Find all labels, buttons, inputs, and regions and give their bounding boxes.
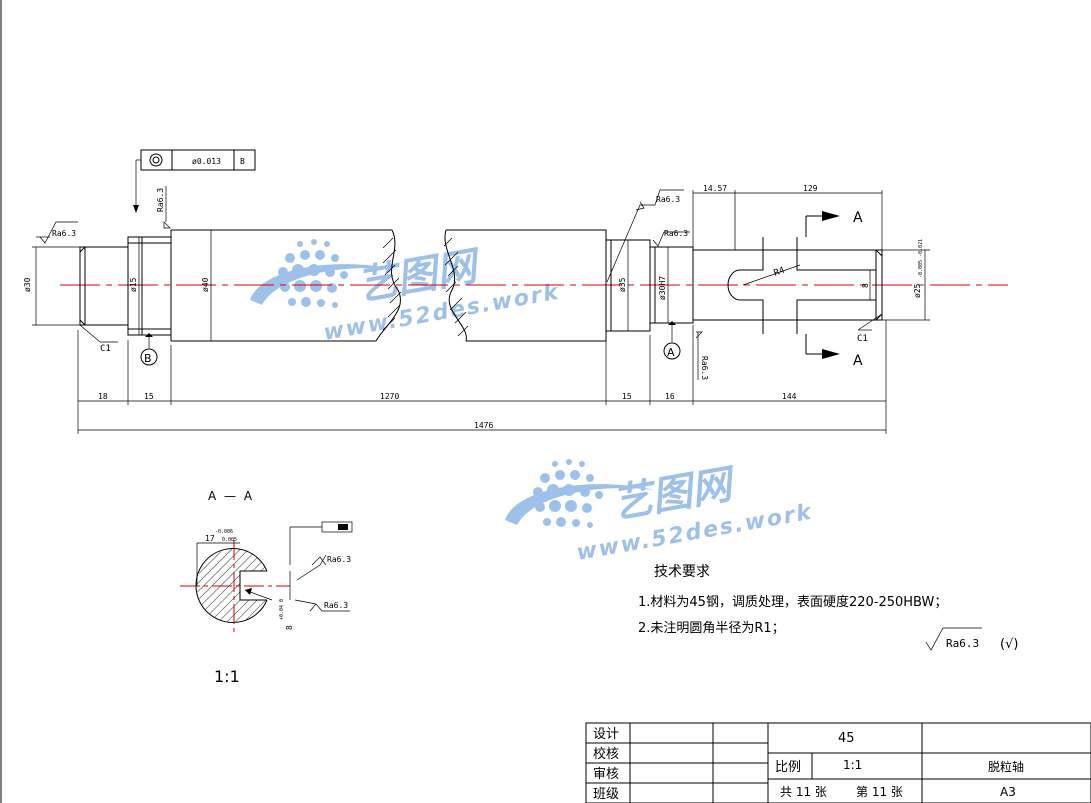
- title-block-paper-size: A3: [1000, 785, 1016, 799]
- shaft-segment-left-end: [79, 246, 129, 326]
- watermark-globe-icon: [278, 239, 348, 308]
- title-block-design: 设计: [593, 727, 619, 742]
- section-title: A — A: [208, 489, 254, 503]
- default-roughness-check: (√): [1000, 637, 1018, 652]
- dim-len18: 18: [98, 392, 108, 401]
- dim-diam15: ø15: [129, 277, 138, 292]
- dim-diam30h7: ø30H7: [658, 276, 667, 300]
- watermark-middle: 艺图网 www.52des.work: [505, 459, 815, 566]
- section-roughness-2: Ra6.3: [324, 601, 348, 610]
- roughness-5: Ra6.3: [700, 356, 709, 380]
- title-block: 设计 校核 审核 班级 45 比例 1:1 脱粒轴 共 11 张 第 11 张 …: [585, 722, 1091, 803]
- dim-len16: 16: [665, 392, 675, 401]
- length-dimensions: 18 15 1270 15 16 144 1476 14.57 129: [77, 184, 887, 434]
- dim-diam25: ø25: [913, 283, 922, 298]
- section-dim17-tol-top: -0.006: [215, 529, 233, 535]
- dim-len1270: 1270: [380, 392, 399, 401]
- section-mark-bottom: A: [853, 353, 863, 369]
- requirements-title: 技术要求: [654, 564, 710, 580]
- roughness-3: Ra6.3: [656, 195, 680, 204]
- dim-len144: 144: [782, 392, 797, 401]
- tolerance-frame: ø0.013 B: [133, 149, 256, 213]
- section-dim17-tol-bottom: 0.005: [222, 537, 237, 543]
- datum-b-label: B: [144, 352, 152, 365]
- title-block-check: 校核: [593, 746, 619, 762]
- shaft-body-right: [446, 229, 607, 342]
- shaft-segment-slotted-end: [693, 249, 883, 321]
- title-block-part-name: 脱粒轴: [988, 759, 1024, 774]
- roughness-1: Ra6.3: [52, 229, 76, 238]
- dim-len14-57: 14.57: [703, 184, 727, 193]
- datum-b-circle: [140, 348, 158, 366]
- dim-len15b: 15: [622, 392, 632, 401]
- dim-diam25-tolerance: -0.005 -0.021: [918, 239, 924, 278]
- watermark-top: 艺图网 www.52des.work: [250, 239, 562, 346]
- dim-diam40: ø40: [201, 277, 210, 292]
- roughness-2: Ra6.3: [156, 188, 165, 212]
- shaft-break-right: [444, 229, 467, 342]
- technical-requirements: 技术要求 1.材料为45钢，调质处理，表面硬度220-250HBW； 2.未注明…: [638, 564, 1018, 652]
- title-block-scale-label: 比例: [775, 760, 801, 775]
- default-roughness-icon: [925, 627, 982, 651]
- section-scale: 1:1: [214, 667, 240, 686]
- section-dim8-tol: +0.04 0: [279, 599, 285, 620]
- chamfer-left: C1: [100, 344, 111, 354]
- roughness-4: Ra6.3: [664, 229, 688, 238]
- section-mark-top: A: [853, 210, 863, 226]
- dim-len129: 129: [803, 184, 818, 193]
- tolerance-datum: B: [240, 157, 245, 166]
- keyway-slot: [727, 237, 764, 334]
- coaxiality-icon: [149, 153, 163, 167]
- dim-total: 1476: [474, 421, 493, 430]
- watermark-globe-icon-2: [533, 459, 603, 528]
- dim-slot8: 8: [861, 283, 870, 288]
- datum-a-label: A: [667, 346, 675, 359]
- shaft-main-view: R4 A A: [60, 210, 1008, 369]
- title-block-scale-value: 1:1: [843, 758, 862, 772]
- default-roughness-value: Ra6.3: [946, 637, 979, 650]
- requirement-1: 1.材料为45钢，调质处理，表面硬度220-250HBW；: [638, 594, 947, 610]
- title-block-total-sheets: 共 11 张: [780, 785, 827, 799]
- title-block-material: 45: [838, 731, 855, 746]
- dim-diam30: ø30: [23, 277, 32, 292]
- section-dim8: 8: [285, 625, 294, 630]
- datum-a-circle: [663, 342, 681, 360]
- dim-diam35: ø35: [618, 277, 627, 292]
- datum-symbols: B A: [140, 321, 681, 366]
- dim-len15a: 15: [144, 392, 154, 401]
- section-roughness-1: Ra6.3: [327, 555, 351, 564]
- through-slot: [796, 237, 876, 334]
- chamfer-right: C1: [857, 334, 868, 344]
- section-dim17: 17: [205, 534, 215, 543]
- title-block-review: 审核: [593, 767, 619, 782]
- tolerance-value: ø0.013: [192, 157, 221, 166]
- requirement-2: 2.未注明圆角半径为R1；: [638, 621, 785, 636]
- diameter-dimensions: ø30 ø15 ø40 ø35 ø30H7 ø25 -0.005 -0.021 …: [23, 230, 930, 354]
- section-view-a-a: A — A 17 -0.006 0.005 8 +0.04 0 Ra6.3: [180, 489, 353, 686]
- dim-r4: R4: [773, 266, 787, 279]
- surface-roughness-symbols: Ra6.3 Ra6.3 Ra6.3 Ra6.3 Ra6.3: [36, 186, 709, 380]
- title-block-class: 班级: [593, 787, 619, 802]
- title-block-sheet-no: 第 11 张: [856, 785, 903, 799]
